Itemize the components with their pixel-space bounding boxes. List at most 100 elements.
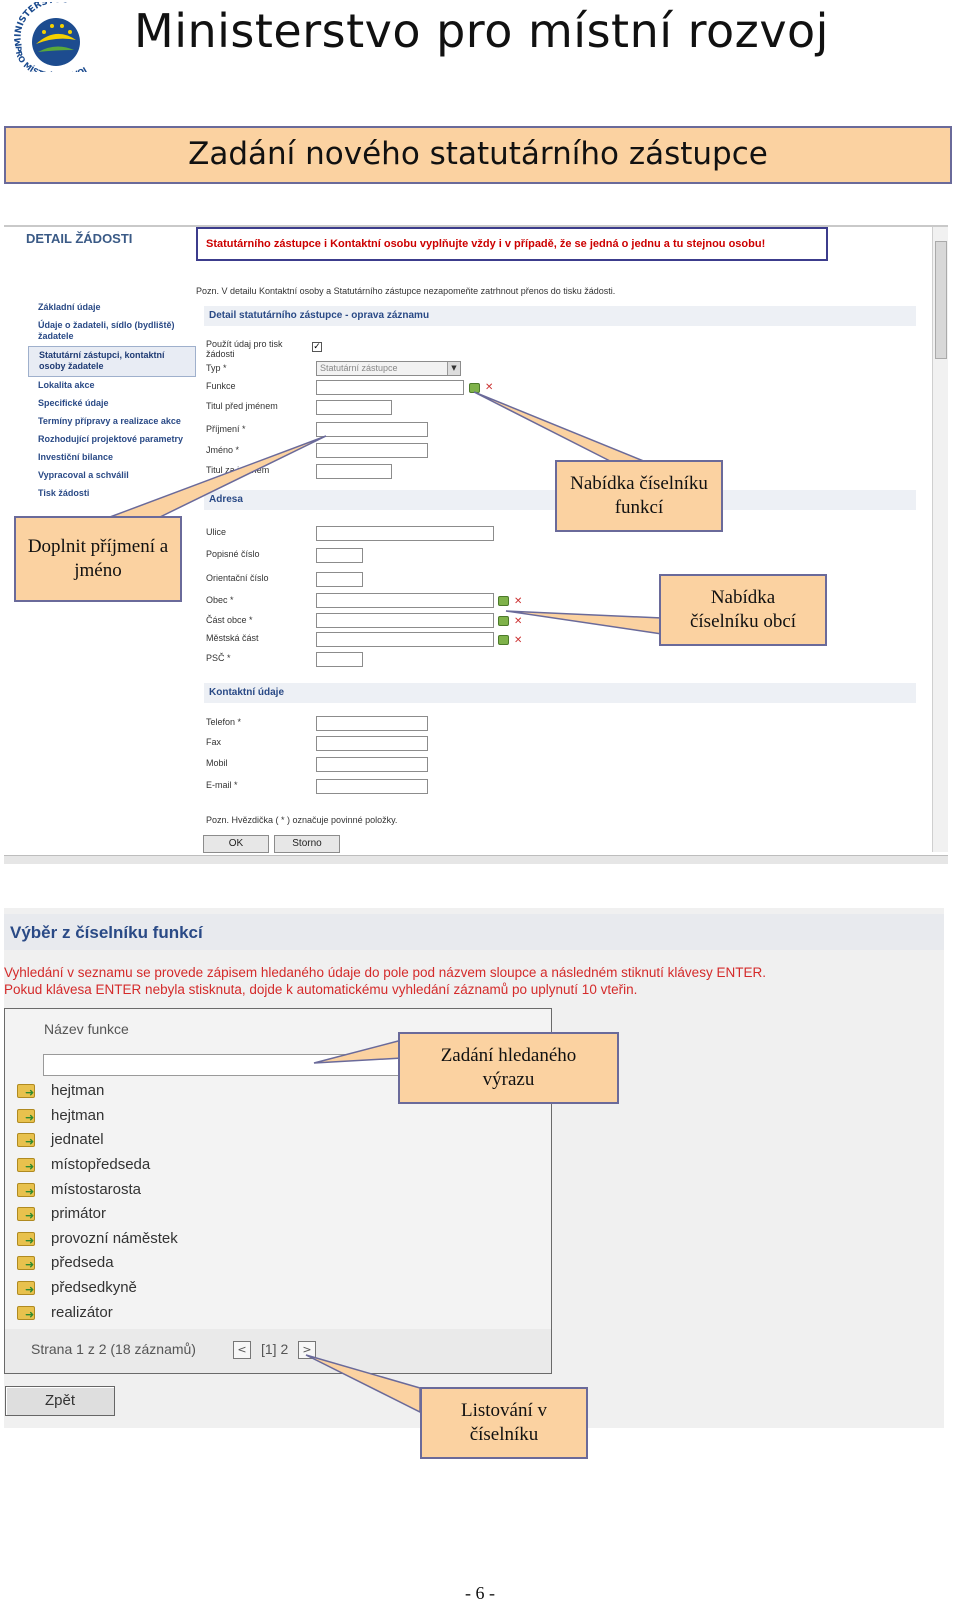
sidebar: Základní údaje Údaje o žadateli, sídlo (… [28, 299, 196, 503]
select-folder-icon[interactable]: ➜ [17, 1256, 35, 1270]
sidebar-item-schedule[interactable]: Termíny přípravy a realizace akce [38, 416, 181, 426]
section-banner: Zadání nového statutárního zástupce [4, 126, 952, 184]
required-note: Pozn. Hvězdička ( * ) označuje povinné p… [206, 815, 398, 825]
back-button[interactable]: Zpět [5, 1386, 115, 1416]
callout-search-term-text: Zadání hledaného výrazu [440, 1045, 577, 1090]
panel-title: DETAIL ŽÁDOSTI [26, 231, 133, 246]
open-list-icon[interactable] [498, 596, 509, 606]
list-item-label: provozní náměstek [51, 1230, 178, 1247]
vertical-scrollbar[interactable] [932, 227, 948, 852]
sidebar-item-print[interactable]: Tisk žádosti [38, 488, 90, 498]
part-field[interactable] [316, 613, 494, 628]
ok-button[interactable]: OK [203, 835, 269, 853]
prev-page-icon[interactable]: < [233, 1341, 251, 1359]
list-item-label: hejtman [51, 1082, 105, 1099]
surname-field[interactable] [316, 422, 428, 437]
callout-municipality-list: Nabídka číselníku obcí [659, 574, 827, 646]
street-label: Ulice [206, 527, 227, 537]
callout-function-list-text: Nabídka číselníku funkcí [570, 473, 708, 518]
callout-paging: Listování v číselníku [420, 1387, 588, 1459]
pager: Strana 1 z 2 (18 záznamů) < [1] 2 > [5, 1329, 551, 1373]
contact-section-title: Kontaktní údaje [209, 687, 285, 698]
street-field[interactable] [316, 526, 494, 541]
house-no-label: Popisné číslo [206, 549, 260, 559]
clear-icon[interactable]: ✕ [485, 382, 494, 393]
clear-icon[interactable]: ✕ [514, 616, 523, 627]
sidebar-item-parameters[interactable]: Rozhodující projektové parametry [38, 434, 184, 444]
district-label: Městská část [206, 633, 259, 643]
fax-field[interactable] [316, 736, 428, 751]
fax-label: Fax [206, 737, 222, 747]
surname-label: Příjmení * [206, 424, 246, 434]
callout-search-term: Zadání hledaného výrazu [398, 1032, 619, 1104]
clear-icon[interactable]: ✕ [514, 635, 523, 646]
list-item-label: primátor [51, 1205, 107, 1222]
title-before-field[interactable] [316, 400, 392, 415]
first-name-field[interactable] [316, 443, 428, 458]
page-numbers[interactable]: [1] 2 [261, 1341, 289, 1357]
select-folder-icon[interactable]: ➜ [17, 1281, 35, 1295]
search-help-line-2: Pokud klávesa ENTER nebyla stisknuta, do… [4, 982, 638, 997]
select-folder-icon[interactable]: ➜ [17, 1306, 35, 1320]
sidebar-item-location[interactable]: Lokalita akce [38, 380, 95, 390]
select-folder-icon[interactable]: ➜ [17, 1158, 35, 1172]
open-list-icon[interactable] [498, 635, 509, 645]
house-no-field[interactable] [316, 548, 363, 563]
orient-no-field[interactable] [316, 572, 363, 587]
part-label: Část obce * [206, 615, 253, 625]
cancel-button[interactable]: Storno [274, 835, 340, 853]
column-header[interactable]: Název funkce [44, 1021, 129, 1037]
first-name-label: Jméno * [206, 445, 240, 455]
lookup-screenshot: Výběr z číselníku funkcí Vyhledání v sez… [4, 908, 944, 1428]
select-folder-icon[interactable]: ➜ [17, 1133, 35, 1147]
callout-function-list: Nabídka číselníku funkcí [555, 460, 723, 532]
mobile-field[interactable] [316, 757, 428, 772]
warning-text: Statutárního zástupce i Kontaktní osobu … [206, 238, 766, 250]
type-select[interactable]: Statutární zástupce ▼ [316, 361, 461, 376]
district-field[interactable] [316, 632, 494, 647]
note-top: Pozn. V detailu Kontaktní osoby a Statut… [196, 286, 616, 296]
list-item-label: hejtman [51, 1107, 105, 1124]
select-folder-icon[interactable]: ➜ [17, 1183, 35, 1197]
select-folder-icon[interactable]: ➜ [17, 1232, 35, 1246]
open-list-icon[interactable] [469, 383, 480, 393]
municipality-field[interactable] [316, 593, 494, 608]
select-folder-icon[interactable]: ➜ [17, 1207, 35, 1221]
select-folder-icon[interactable]: ➜ [17, 1109, 35, 1123]
next-page-icon[interactable]: > [298, 1341, 316, 1359]
page-number: - 6 - [465, 1583, 495, 1603]
title-before-label: Titul před jménem [206, 401, 278, 411]
sidebar-item-budget[interactable]: Investiční bilance [38, 452, 114, 462]
open-list-icon[interactable] [498, 616, 509, 626]
function-field[interactable] [316, 380, 464, 395]
phone-label: Telefon * [206, 717, 242, 727]
zip-field[interactable] [316, 652, 363, 667]
phone-field[interactable] [316, 716, 428, 731]
ministry-logo: MINISTERSTVO PRO MÍSTNÍ ROZVOJ [10, 0, 106, 81]
lookup-title: Výběr z číselníku funkcí [10, 923, 203, 942]
ministry-title: Ministerstvo pro místní rozvoj [134, 4, 829, 58]
email-field[interactable] [316, 779, 428, 794]
print-use-checkbox[interactable]: ✓ [312, 342, 322, 352]
email-label: E-mail * [206, 780, 238, 790]
sidebar-item-specific[interactable]: Specifické údaje [38, 398, 109, 408]
sidebar-item-prepared[interactable]: Vypracoval a schválil [38, 470, 129, 480]
sidebar-item-basic[interactable]: Základní údaje [38, 302, 101, 312]
section-banner-text: Zadání nového statutárního zástupce [188, 136, 768, 172]
sidebar-item-applicant[interactable]: Údaje o žadateli, sídlo (bydliště) žadat… [38, 320, 175, 341]
browser-status-bar [4, 855, 948, 864]
title-after-field[interactable] [316, 464, 392, 479]
search-help: Vyhledání v seznamu se provede zápisem h… [4, 964, 766, 998]
clear-icon[interactable]: ✕ [514, 596, 523, 607]
contact-section-bar: Kontaktní údaje [204, 683, 916, 703]
select-folder-icon[interactable]: ➜ [17, 1084, 35, 1098]
scrollbar-thumb[interactable] [935, 241, 947, 359]
warning-box: Statutárního zástupce i Kontaktní osobu … [196, 227, 828, 261]
lookup-title-bar: Výběr z číselníku funkcí [4, 914, 944, 950]
search-input[interactable] [43, 1054, 409, 1076]
chevron-down-icon: ▼ [447, 362, 460, 375]
print-use-label: Použít údaj pro tisk žádosti [206, 339, 283, 359]
callout-surname-name-text: Doplnit příjmení a jméno [27, 536, 169, 581]
form-screenshot: DETAIL ŽÁDOSTI Statutárního zástupce i K… [4, 225, 948, 877]
sidebar-item-representatives[interactable]: Statutární zástupci, kontaktní osoby žad… [28, 346, 196, 377]
